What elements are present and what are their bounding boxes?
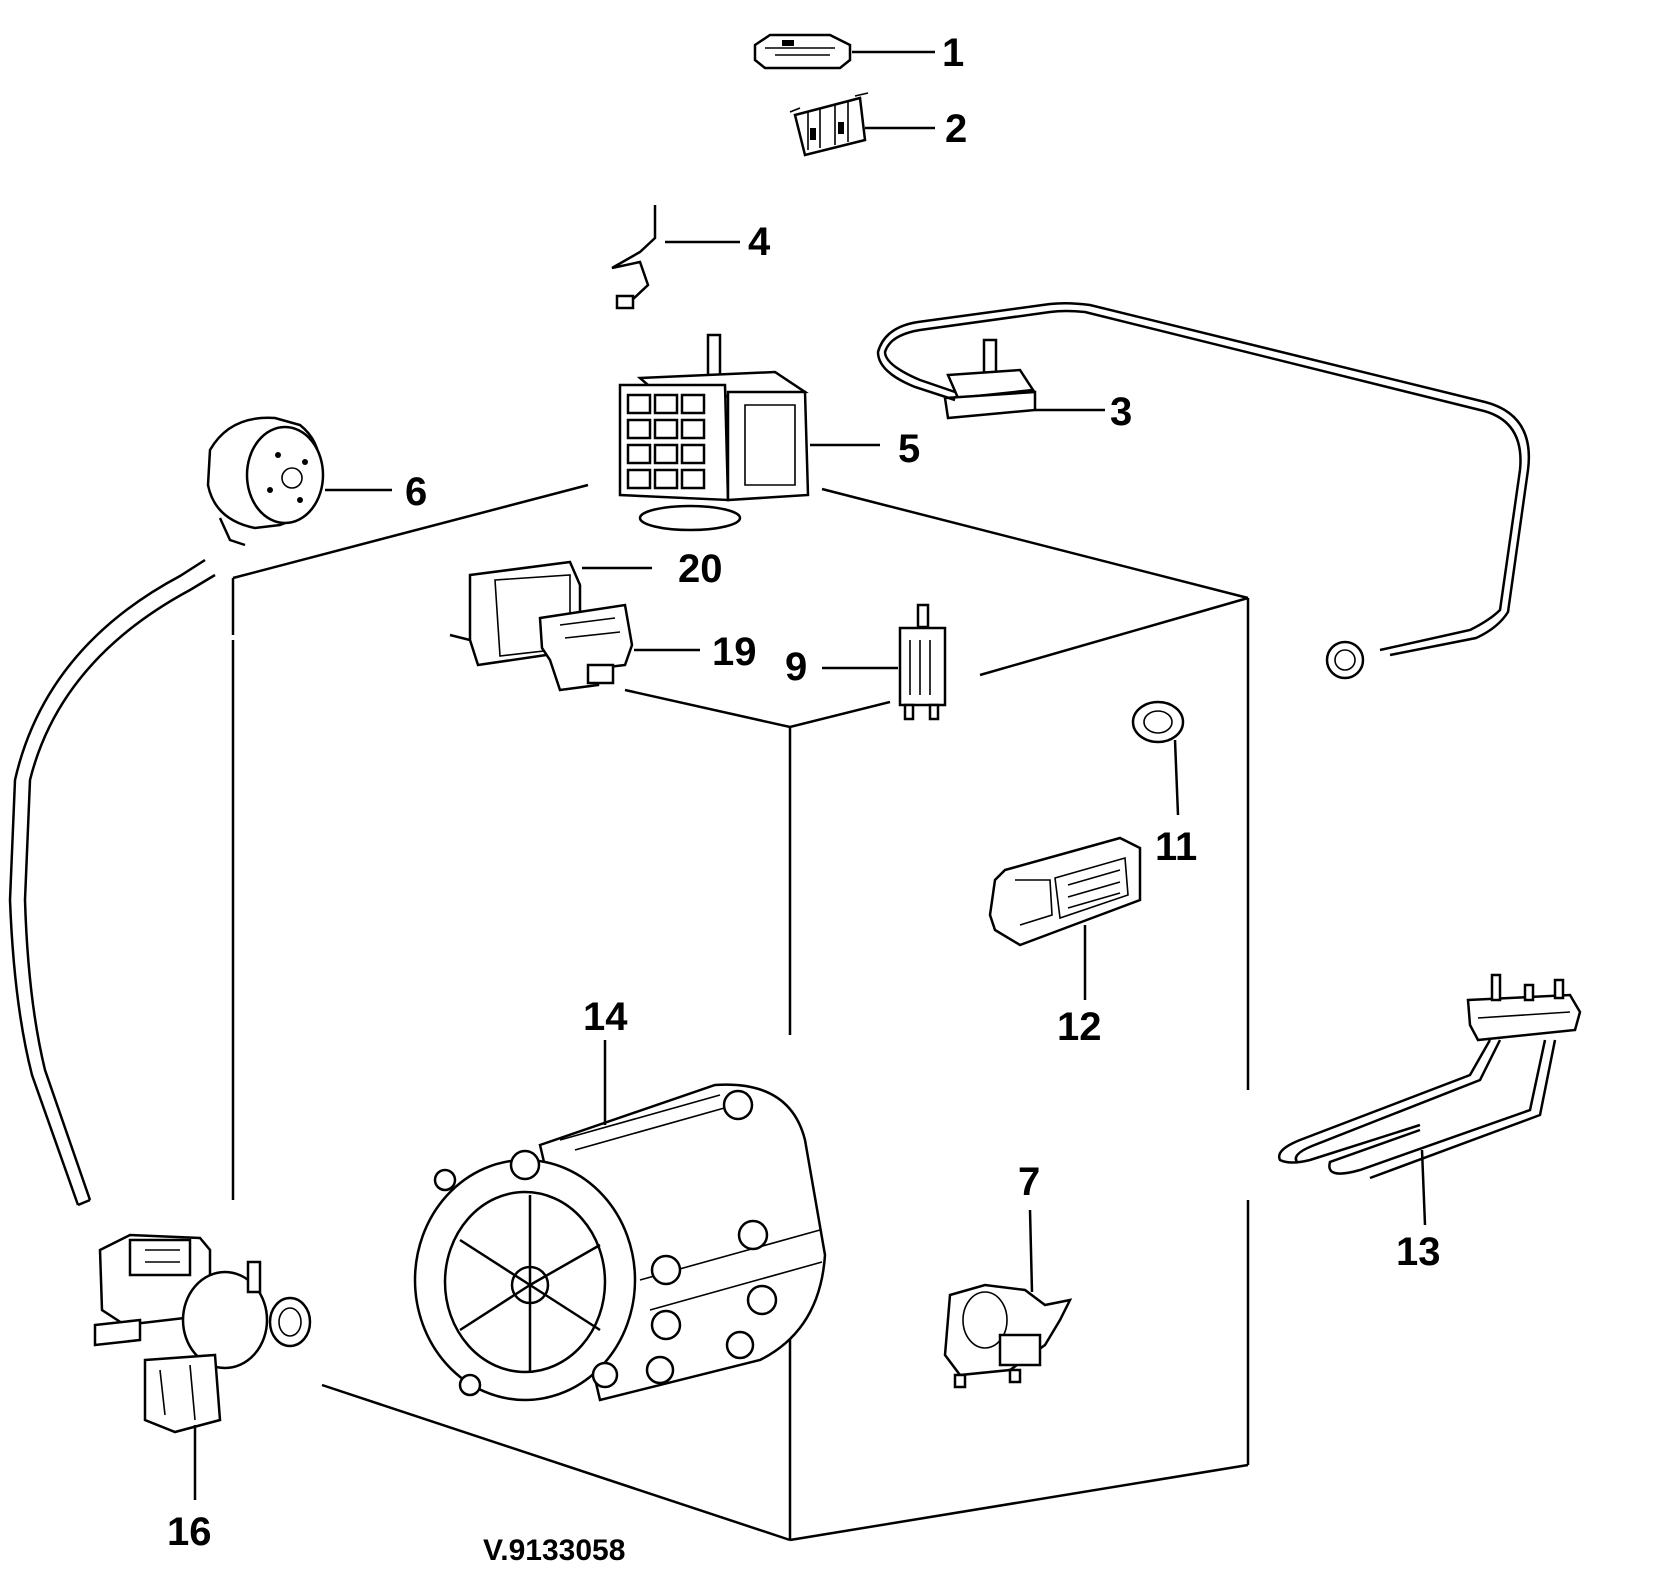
part-7-valve: 7	[943, 1160, 1073, 1389]
callout-12: 12	[1057, 1005, 1102, 1049]
callout-16: 16	[167, 1510, 212, 1554]
part-9-capacitor: 9	[785, 603, 947, 721]
callout-4: 4	[748, 220, 771, 264]
part-6-small-motor: 6	[206, 416, 427, 547]
callout-6: 6	[405, 470, 427, 514]
part-19-switch: 19	[538, 603, 757, 692]
callout-20: 20	[678, 547, 723, 591]
part-2-switch: 2	[789, 92, 967, 157]
callout-14: 14	[583, 995, 628, 1039]
callout-5: 5	[898, 427, 920, 471]
part-1-knob: 1	[753, 31, 964, 75]
part-16-pump: 16	[93, 1233, 312, 1554]
part-3-thermostat: 3	[876, 301, 1531, 680]
callout-11: 11	[1155, 825, 1197, 869]
callout-1: 1	[942, 31, 964, 75]
part-11-ring: 11	[1131, 700, 1197, 869]
part-14-motor: 14	[413, 995, 827, 1402]
callout-7: 7	[1018, 1160, 1040, 1204]
callout-19: 19	[712, 630, 757, 674]
cabinet-outline	[231, 483, 1250, 1542]
part-4-wire: 4	[611, 205, 771, 310]
part-5-timer: 5	[618, 333, 920, 532]
motor-fan-spokes	[459, 1195, 601, 1372]
part-12-interlock: 12	[988, 836, 1142, 1049]
callout-2: 2	[945, 107, 967, 151]
callout-3: 3	[1110, 390, 1132, 434]
drawing-code: V.9133058	[483, 1534, 625, 1567]
part-13-heater: 13	[1277, 973, 1582, 1274]
callout-13: 13	[1396, 1230, 1441, 1274]
callout-9: 9	[785, 645, 807, 689]
timer-contact-blocks	[626, 393, 706, 490]
drain-hose	[8, 558, 216, 1207]
